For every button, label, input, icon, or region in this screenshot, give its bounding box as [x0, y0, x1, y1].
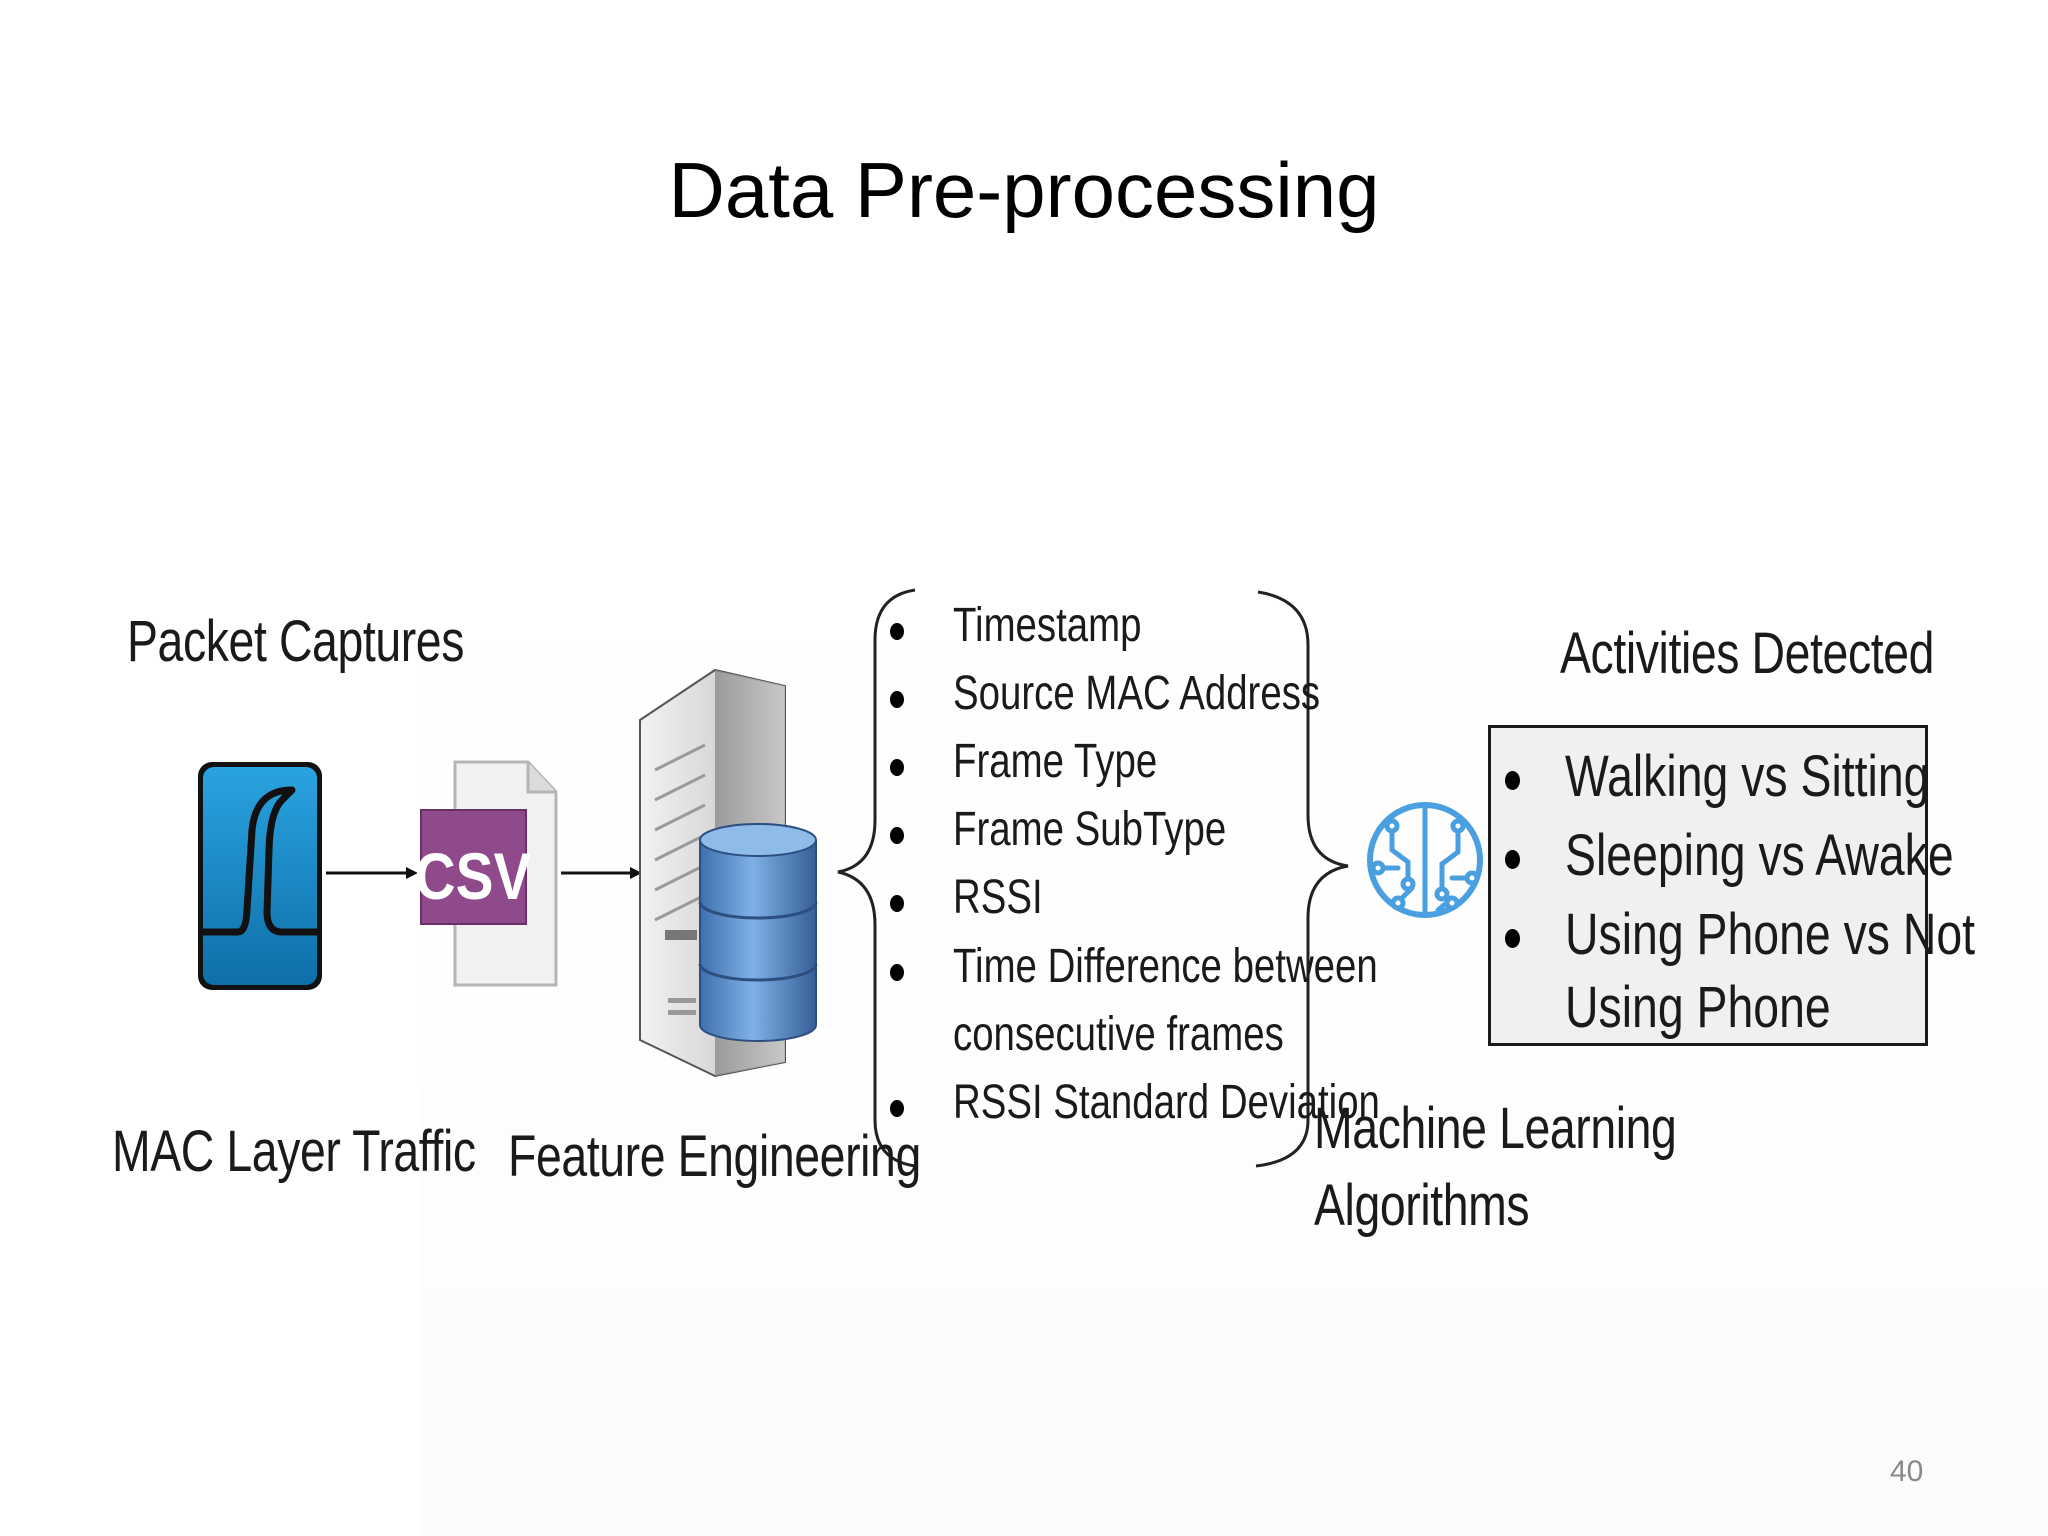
slide-title: Data Pre-processing	[668, 146, 1380, 234]
label-machine-learning-line2: Algorithms	[1314, 1173, 1530, 1238]
feature-item: Timestamp	[953, 599, 1142, 652]
left-brace	[837, 588, 916, 1168]
label-mac-layer-traffic: MAC Layer Traffic	[112, 1119, 476, 1184]
activity-item-continuation: Using Phone	[1565, 975, 1831, 1040]
activities-box: Walking vs Sitting Sleeping vs Awake Usi…	[1488, 725, 1975, 1046]
csv-label: CSV	[415, 840, 532, 914]
feature-item: Frame Type	[953, 735, 1158, 788]
activity-item: Using Phone vs Not	[1565, 902, 1976, 967]
server-database-icon	[639, 668, 818, 1078]
bullet-icon	[890, 691, 904, 708]
brain-circuit-icon	[1367, 802, 1483, 918]
page-number: 40	[1890, 1455, 1924, 1488]
bullet-icon	[890, 895, 904, 912]
activity-item: Sleeping vs Awake	[1565, 823, 1954, 888]
arrow-csv-to-feature-engineering	[561, 867, 642, 879]
feature-item: Time Difference between	[953, 940, 1378, 993]
label-feature-engineering: Feature Engineering	[508, 1124, 921, 1189]
feature-item: RSSI	[953, 871, 1043, 924]
label-packet-captures: Packet Captures	[127, 609, 465, 674]
label-activities-detected: Activities Detected	[1560, 621, 1935, 686]
feature-item: Frame SubType	[953, 803, 1227, 856]
feature-item: Source MAC Address	[953, 667, 1321, 720]
bullet-icon	[1505, 929, 1520, 948]
feature-item-continuation: consecutive frames	[953, 1008, 1284, 1061]
bullet-icon	[1505, 771, 1520, 790]
right-brace	[1255, 590, 1349, 1168]
wireshark-icon	[198, 762, 322, 990]
bullet-icon	[890, 623, 904, 640]
bullet-icon	[890, 964, 904, 981]
arrow-wireshark-to-csv	[326, 867, 418, 879]
label-machine-learning-line1: Machine Learning	[1314, 1096, 1677, 1161]
bullet-icon	[1505, 850, 1520, 869]
bullet-icon	[890, 759, 904, 776]
bullet-icon	[890, 1100, 904, 1117]
csv-file-icon: CSV	[415, 760, 558, 987]
activity-item: Walking vs Sitting	[1565, 744, 1930, 809]
feature-list: Timestamp Source MAC Address Frame Type …	[890, 590, 1380, 1150]
feature-item: RSSI Standard Deviation	[953, 1076, 1380, 1129]
bullet-icon	[890, 827, 904, 844]
